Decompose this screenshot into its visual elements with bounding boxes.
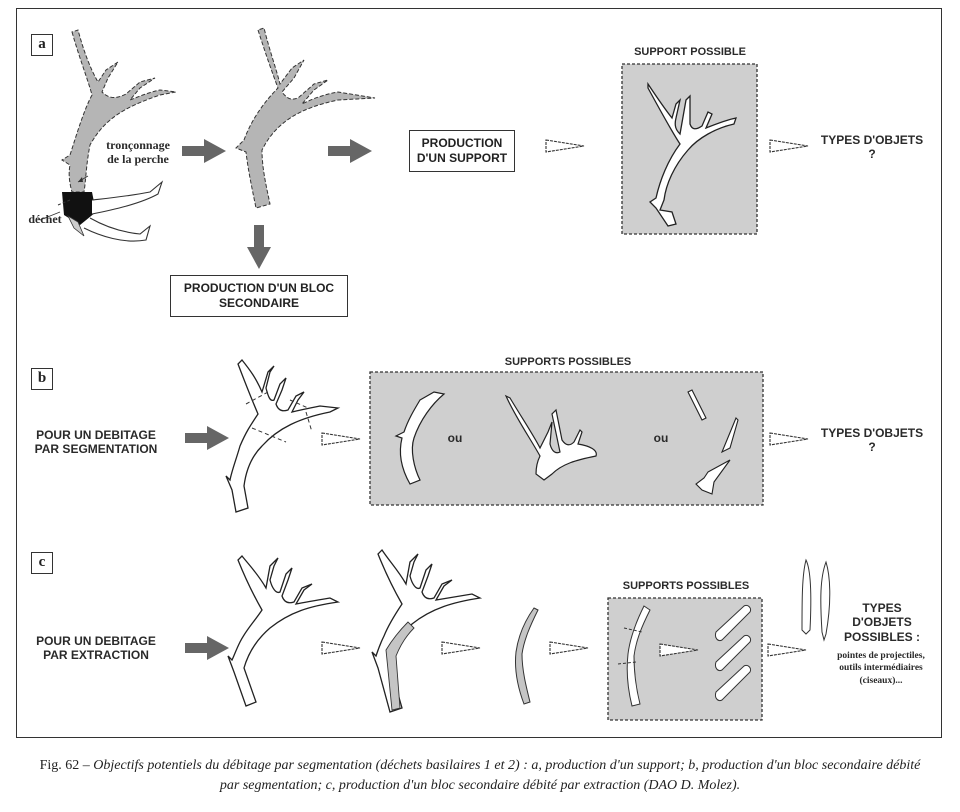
box-production-support: PRODUCTION D'UN SUPPORT [409, 130, 515, 172]
open-arrow-c2 [441, 641, 481, 655]
open-arrow-c1 [321, 641, 361, 655]
open-arrow-a2 [769, 139, 809, 153]
arrow-right-b [185, 426, 229, 450]
antler-perche-a [235, 27, 376, 209]
result-b-line1: TYPES D'OBJETS [820, 426, 924, 440]
intro-c-line2: PAR EXTRACTION [43, 648, 149, 663]
support-b2 [504, 394, 597, 481]
intro-b-line2: PAR SEGMENTATION [34, 442, 158, 457]
panel-label-b: b [31, 368, 53, 390]
box-production-bloc-line2: SECONDAIRE [218, 296, 299, 310]
open-arrow-c3 [549, 641, 589, 655]
result-a-line1: TYPES D'OBJETS [820, 133, 924, 147]
box-production-bloc-line1: PRODUCTION D'UN BLOC [183, 281, 335, 295]
label-dechet: déchet [28, 212, 62, 226]
result-types-objets-b: TYPES D'OBJETS ? [812, 426, 932, 455]
figure-caption: Fig. 62 – Objectifs potentiels du débita… [30, 756, 930, 796]
caption-text: Objectifs potentiels du débitage par seg… [93, 758, 921, 793]
separator-ou-1: ou [447, 431, 463, 445]
support-b3-pieces [687, 389, 739, 495]
result-c-line1: TYPES D'OBJETS [852, 601, 912, 630]
rod-pieces-c [715, 605, 751, 701]
intro-extraction: POUR UN DEBITAGE PAR EXTRACTION [26, 634, 166, 663]
figure-frame [16, 8, 942, 738]
arrow-right-c [185, 636, 229, 660]
arrow-right-2 [328, 139, 372, 163]
finished-points-c [801, 558, 831, 642]
open-arrow-b1 [321, 432, 361, 446]
intro-c-line1: POUR UN DEBITAGE [36, 634, 156, 648]
result-detail-line3: (ciseaux)... [859, 675, 903, 686]
box-production-support-line1: PRODUCTION [421, 136, 503, 150]
title-support-possible: SUPPORT POSSIBLE [634, 46, 746, 58]
gray-box-a [621, 63, 758, 235]
separator-ou-2: ou [653, 431, 669, 445]
result-a-line2: ? [868, 147, 876, 162]
antler-segmentation-b [225, 359, 341, 513]
intro-segmentation: POUR UN DEBITAGE PAR SEGMENTATION [26, 428, 166, 457]
antler-full-a [39, 29, 177, 242]
open-arrow-c5 [767, 643, 807, 657]
label-tronconnage-line1: tronçonnage [106, 138, 170, 152]
label-tronconnage: tronçonnage de la perche [98, 138, 178, 167]
caption-fig-label: Fig. 62 – [39, 758, 94, 773]
panel-label-c: c [31, 552, 53, 574]
extracted-rod-c [515, 607, 539, 705]
intro-b-line1: POUR UN DEBITAGE [36, 428, 156, 442]
arrow-right-1 [182, 139, 226, 163]
support-b1 [394, 391, 446, 485]
open-arrow-b2 [769, 432, 809, 446]
result-types-objets-c: TYPES D'OBJETS POSSIBLES : [832, 601, 932, 644]
title-supports-possibles-c: SUPPORTS POSSIBLES [622, 580, 750, 592]
antler-extraction-c2 [371, 548, 483, 713]
rod-segmented-c [617, 605, 651, 707]
open-arrow-a1 [545, 139, 585, 153]
result-detail-c: pointes de projectiles, outils intermédi… [826, 650, 936, 687]
result-types-objets-a: TYPES D'OBJETS ? [812, 133, 932, 162]
result-b-line2: ? [868, 440, 876, 455]
antler-support-a [647, 81, 737, 227]
box-production-bloc: PRODUCTION D'UN BLOC SECONDAIRE [170, 275, 348, 317]
arrow-down [247, 225, 271, 269]
panel-label-a: a [31, 34, 53, 56]
box-production-support-line2: D'UN SUPPORT [416, 151, 508, 165]
label-tronconnage-line2: de la perche [107, 152, 169, 167]
result-detail-line1: pointes de projectiles, [837, 651, 925, 661]
result-detail-line2: outils intermédiaires [839, 663, 923, 674]
antler-extraction-c1 [227, 555, 341, 707]
title-supports-possibles-b: SUPPORTS POSSIBLES [504, 356, 632, 368]
result-c-line2: POSSIBLES : [843, 629, 920, 644]
